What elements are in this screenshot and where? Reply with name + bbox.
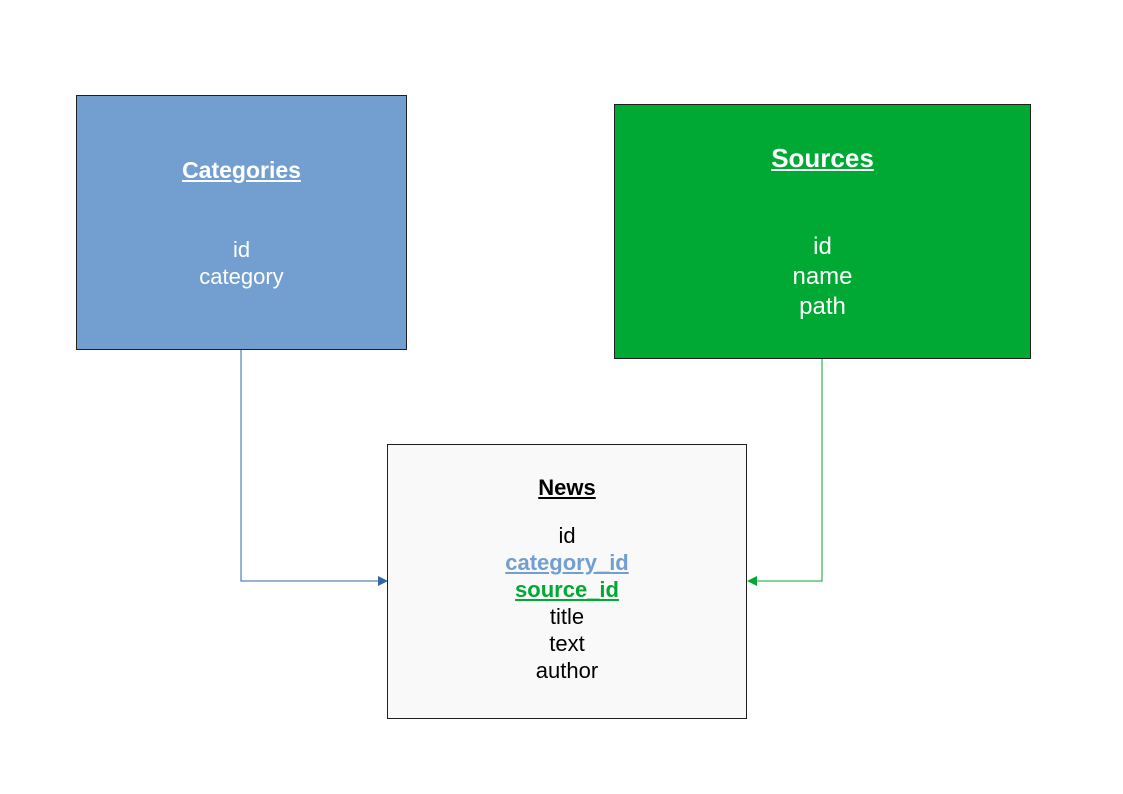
sources-field-id: id (813, 233, 832, 260)
news-field-text: text (549, 631, 585, 656)
news-field-author: author (535, 658, 599, 683)
news-entity[interactable]: News id category_id source_id title text… (387, 444, 747, 719)
news-title: News (538, 475, 596, 500)
sources-fields: id name path (615, 232, 1030, 322)
sources-news-arrowhead (747, 576, 757, 586)
news-fields: id category_id source_id title text auth… (388, 522, 746, 684)
categories-entity[interactable]: Categories id category (76, 95, 407, 350)
news-field-source-id: source_id (515, 577, 619, 602)
categories-fields: id category (77, 236, 406, 290)
categories-title: Categories (182, 157, 301, 183)
news-field-category-id: category_id (505, 550, 629, 575)
sources-news-connector (756, 359, 823, 582)
news-field-id: id (558, 523, 576, 548)
sources-field-name: name (792, 263, 853, 290)
news-field-title: title (549, 604, 585, 629)
categories-news-connector (240, 350, 379, 582)
categories-field-category: category (199, 264, 284, 289)
categories-field-id: id (232, 237, 251, 262)
sources-field-path: path (799, 293, 846, 320)
sources-entity[interactable]: Sources id name path (614, 104, 1031, 359)
sources-title: Sources (771, 143, 874, 173)
